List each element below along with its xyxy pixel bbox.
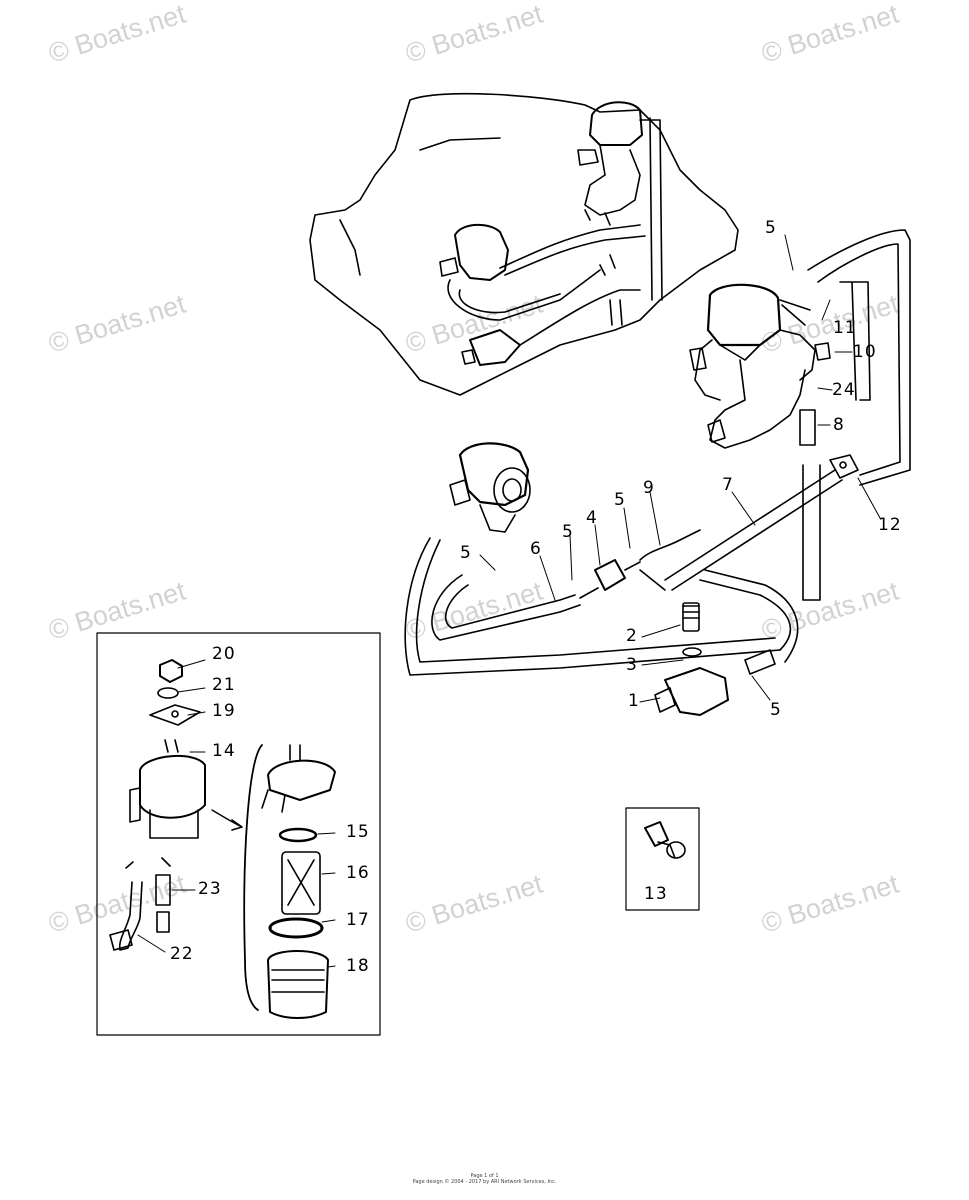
callout-7: 7 xyxy=(722,475,734,495)
callout-14: 14 xyxy=(212,741,236,761)
callout-13: 13 xyxy=(644,884,668,904)
callout-15: 15 xyxy=(346,822,370,842)
carburetor-illustration xyxy=(689,283,831,449)
callout-6: 6 xyxy=(530,539,542,559)
clamp-12 xyxy=(829,454,859,479)
fuel-pump-illustration xyxy=(449,442,531,533)
callout-5: 5 xyxy=(765,218,777,238)
callout-16: 16 xyxy=(346,863,370,883)
callout-9: 9 xyxy=(643,478,655,498)
callout-19: 19 xyxy=(212,701,236,721)
callout-5: 5 xyxy=(770,700,782,720)
callout-5: 5 xyxy=(460,543,472,563)
inline-filter-illustration xyxy=(579,559,641,599)
callout-4: 4 xyxy=(586,508,598,528)
callout-24: 24 xyxy=(832,380,856,400)
fuel-hose-loop xyxy=(404,537,799,676)
callout-18: 18 xyxy=(346,956,370,976)
inset-part-13 xyxy=(625,807,700,911)
hose-8 xyxy=(799,409,821,601)
inset-filter-assembly xyxy=(96,632,381,1036)
callout-12: 12 xyxy=(878,515,902,535)
callout-17: 17 xyxy=(346,910,370,930)
hose-10 xyxy=(807,229,911,486)
callout-5: 5 xyxy=(614,490,626,510)
callout-23: 23 xyxy=(198,879,222,899)
callout-1: 1 xyxy=(628,691,640,711)
callout-2: 2 xyxy=(626,626,638,646)
fuel-connector-illustration xyxy=(654,602,776,716)
footer-page-number: Page 1 of 1 xyxy=(470,1173,499,1179)
engine-overview-illustration xyxy=(309,92,739,396)
hose-7 xyxy=(664,469,843,591)
callout-21: 21 xyxy=(212,675,236,695)
callout-10: 10 xyxy=(853,342,877,362)
footer-copyright: Page design © 2004 - 2017 by ARI Network… xyxy=(412,1179,557,1185)
callout-5: 5 xyxy=(562,522,574,542)
hose-9 xyxy=(639,529,701,591)
callout-8: 8 xyxy=(833,415,845,435)
callout-11: 11 xyxy=(833,318,857,338)
callout-20: 20 xyxy=(212,644,236,664)
callout-22: 22 xyxy=(170,944,194,964)
callout-3: 3 xyxy=(626,655,638,675)
